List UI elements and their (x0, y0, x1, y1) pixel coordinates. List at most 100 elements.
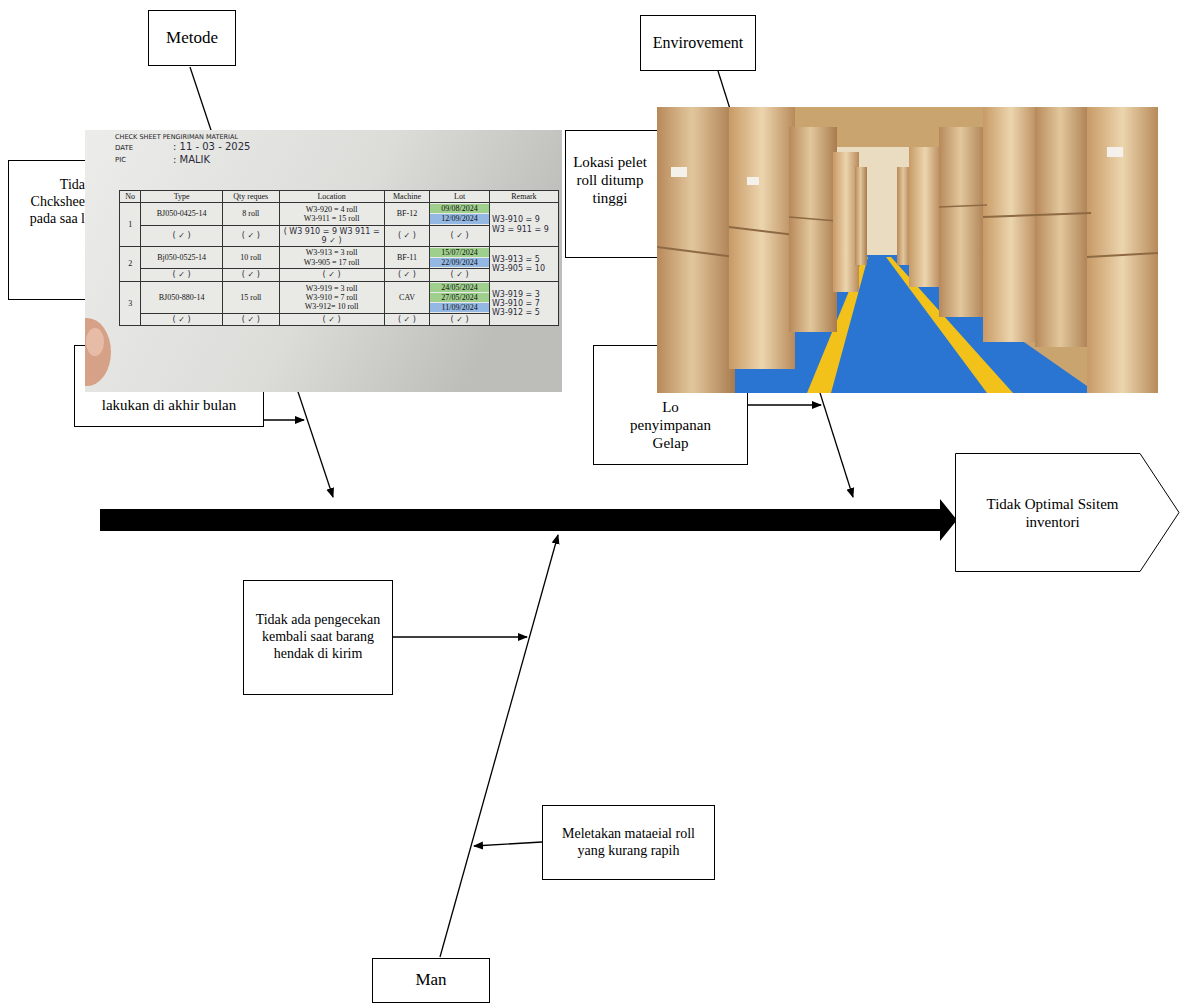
table-cell: W3-913 = 3 rollW3-905 = 17 roll (279, 246, 384, 268)
table-cell: ( ✓ ) (430, 225, 490, 246)
cause-arrow (474, 842, 542, 846)
drawing-shape (789, 127, 837, 332)
table-text: 2 (122, 259, 138, 268)
lot-date: 12/09/2024 (430, 214, 489, 223)
sheet-heading: DATE (115, 144, 133, 152)
background (657, 107, 1158, 393)
drawing-shape (939, 205, 987, 207)
table-text: Qty reques (225, 192, 277, 201)
table-cell: BJ050-880-14 (141, 281, 223, 314)
check-table: NoTypeQty requesLocationMachineLotRemark… (119, 190, 559, 326)
node-text: Lokasi pelet roll ditump tinggi (570, 153, 650, 207)
table-text: BF-11 (387, 253, 428, 262)
table-cell: W3-920 = 4 rollW3-911 = 15 roll (279, 203, 384, 225)
table-cell: ( ✓ ) (141, 225, 223, 246)
table-text: BJ050-0425-14 (143, 209, 220, 218)
drawing-shape (657, 247, 735, 257)
drawing-shape (1087, 253, 1158, 257)
drawing-shape (747, 177, 759, 185)
table-cell: W3-919 = 3W3-910 = 7W3-912 = 5 (489, 281, 558, 326)
drawing-shape (909, 147, 941, 287)
table-cell: ( ✓ ) (141, 269, 223, 281)
table-cell: 09/08/202412/09/2024 (430, 203, 490, 225)
category-box: Envirovement (640, 15, 756, 71)
table-cell: ( ✓ ) (384, 225, 430, 246)
drawing-shape (729, 227, 795, 235)
header-cell: Machine (384, 191, 430, 203)
node-text: Tida Chckshee pada saa l (15, 177, 85, 227)
table-text: W3-910 = 7 roll (282, 293, 382, 302)
category-box: Metode (148, 10, 236, 66)
node-text: Man (377, 970, 485, 990)
table-cell: 24/05/202427/05/202411/09/2024 (430, 281, 490, 314)
handwritten-note: ( ✓ ) (225, 231, 277, 240)
table-cell: BJ050-0425-14 (141, 203, 223, 225)
table-header: NoTypeQty requesLocationMachineLotRemark (120, 191, 559, 203)
table-cell: BF-11 (384, 246, 430, 268)
effect-box: Tidak Optimal Ssitem inventori (955, 453, 1180, 572)
table-text: 15 roll (225, 293, 277, 302)
handwritten-note: ( ✓ ) (432, 315, 487, 324)
table-cell: 10 roll (223, 246, 280, 268)
drawing-shape (983, 213, 1091, 217)
table-cell: ( W3 910 = 9 W3 911 = 9 ✓ ) (279, 225, 384, 246)
table-cell: ( ✓ ) (279, 269, 384, 281)
drawing-shape (657, 107, 735, 393)
handwritten-note: W3 = 911 = 9 (492, 225, 556, 234)
table-text: 8 roll (225, 209, 277, 218)
thumb (85, 318, 111, 386)
thumb-nail (86, 328, 104, 356)
table-cell: 3 (120, 281, 141, 326)
drawing-shape (983, 107, 1039, 342)
table-text: W3-919 = 3 roll (282, 284, 382, 293)
table-cell: ( ✓ ) (384, 314, 430, 326)
node-text: Envirovement (645, 33, 751, 52)
table-cell: 2 (120, 246, 141, 281)
lot-date: 15/07/2024 (430, 248, 489, 257)
table-cell: ( ✓ ) (279, 314, 384, 326)
table-cell: CAV (384, 281, 430, 314)
header-cell: Location (279, 191, 384, 203)
handwritten-note: ( ✓ ) (282, 315, 382, 324)
left-rolls (657, 107, 867, 393)
sheet-heading: CHECK SHEET PENGIRIMAN MATERIAL (115, 133, 238, 141)
lot-date: 22/09/2024 (430, 258, 489, 267)
handwritten-note: ( ✓ ) (282, 270, 382, 279)
table-text: Machine (387, 192, 428, 201)
table-text: No (122, 192, 138, 201)
header-cell: Qty reques (223, 191, 280, 203)
right-rolls (897, 107, 1158, 393)
node-text: Tidak ada pengecekan kembali saat barang… (252, 612, 384, 662)
table-cell: 15/07/202422/09/2024 (430, 246, 490, 268)
table-row: 2 Bj050-0525-1410 rollW3-913 = 3 rollW3-9… (120, 246, 559, 268)
table-cell: W3-919 = 3 rollW3-910 = 7 rollW3-912= 10… (279, 281, 384, 314)
table-cell: Bj050-0525-14 (141, 246, 223, 268)
node-text: Tidak Optimal Ssitem inventori (977, 495, 1128, 531)
table-cell: ( ✓ ) (430, 314, 490, 326)
pentagon-outline (955, 453, 1180, 572)
drawing-shape (789, 217, 837, 221)
table-cell: W3-910 = 9W3 = 911 = 9 (489, 203, 558, 247)
header-cell: Remark (489, 191, 558, 203)
lot-date: 11/09/2024 (430, 303, 489, 312)
node-text: Lo penyimpanan Gelap (624, 398, 717, 452)
table-cell: W3-913 = 5W3-905 = 10 (489, 246, 558, 281)
handwritten-note: ( ✓ ) (143, 231, 220, 240)
table-cell: BF-12 (384, 203, 430, 225)
table-text: 3 (122, 299, 138, 308)
warehouse-photo (657, 107, 1158, 393)
warehouse-picture (657, 107, 1158, 393)
lot-date: 24/05/2024 (430, 283, 489, 292)
lot-date: 09/08/2024 (430, 204, 489, 213)
sheet-heading: : MALIK (173, 154, 210, 165)
table-text: BJ050-880-14 (143, 293, 220, 302)
lot-date: 27/05/2024 (430, 293, 489, 302)
handwritten-note: ( W3 910 = 9 W3 911 = 9 ✓ ) (282, 227, 382, 245)
header-cell: Type (141, 191, 223, 203)
table-text: Bj050-0525-14 (143, 253, 220, 262)
table-text: W3-912= 10 roll (282, 302, 382, 311)
table-cell: ( ✓ ) (141, 314, 223, 326)
table-text: W3-911 = 15 roll (282, 214, 382, 223)
handwritten-note: ( ✓ ) (143, 315, 220, 324)
handwritten-note: ( ✓ ) (387, 315, 428, 324)
